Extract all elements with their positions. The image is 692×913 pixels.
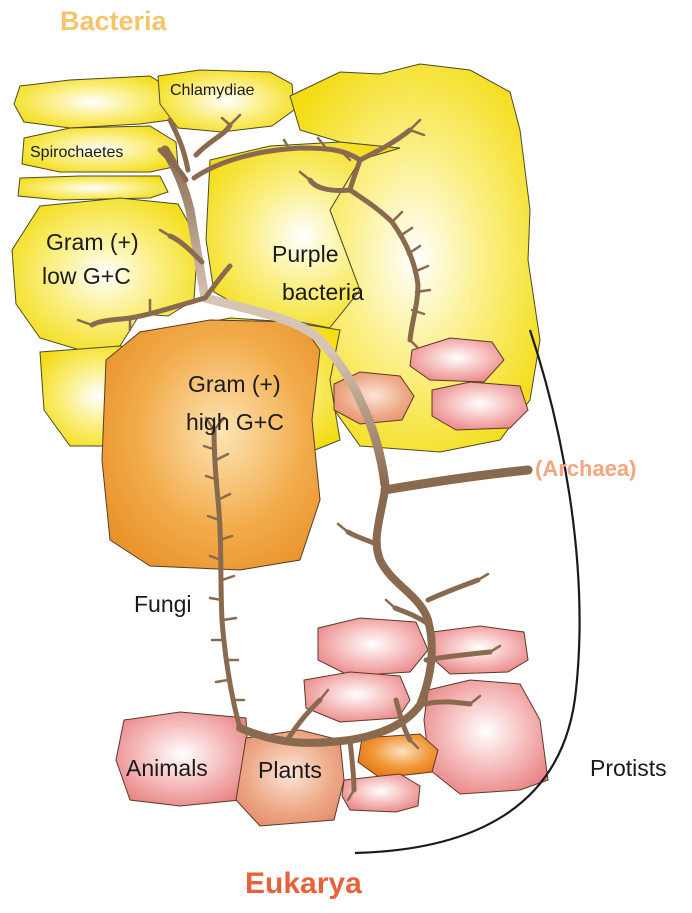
blob-protist-5 [430, 626, 528, 674]
label-purple-line2: bacteria [282, 279, 364, 305]
blob-fungi [102, 320, 320, 570]
label-plants: Plants [258, 757, 322, 783]
label-gram-high-line2: high G+C [186, 409, 284, 435]
label-fungi: Fungi [134, 591, 192, 617]
domain-eukarya: Eukarya [245, 867, 362, 900]
blob-protist-3 [432, 382, 528, 430]
tree-branch-archaea [385, 470, 528, 490]
domain-bacteria: Bacteria [60, 6, 168, 36]
blob-protist-6 [304, 672, 410, 722]
domain-archaea: (Archaea) [535, 456, 636, 481]
label-purple-line1: Purple [272, 241, 338, 267]
label-gram-low-line2: low G+C [42, 263, 131, 289]
label-gram-high-line1: Gram (+) [188, 371, 281, 397]
blob-protist-orange [358, 734, 438, 778]
label-protists: Protists [590, 755, 667, 781]
label-chlamydiae: Chlamydiae [170, 82, 255, 99]
blob-small-mid [18, 176, 168, 200]
blob-protist-4 [318, 618, 428, 676]
blob-protist-large [424, 680, 548, 794]
label-gram-low-line1: Gram (+) [46, 229, 139, 255]
label-animals: Animals [126, 755, 208, 781]
label-spirochaetes: Spirochaetes [30, 144, 123, 161]
blob-top-left [14, 76, 172, 128]
